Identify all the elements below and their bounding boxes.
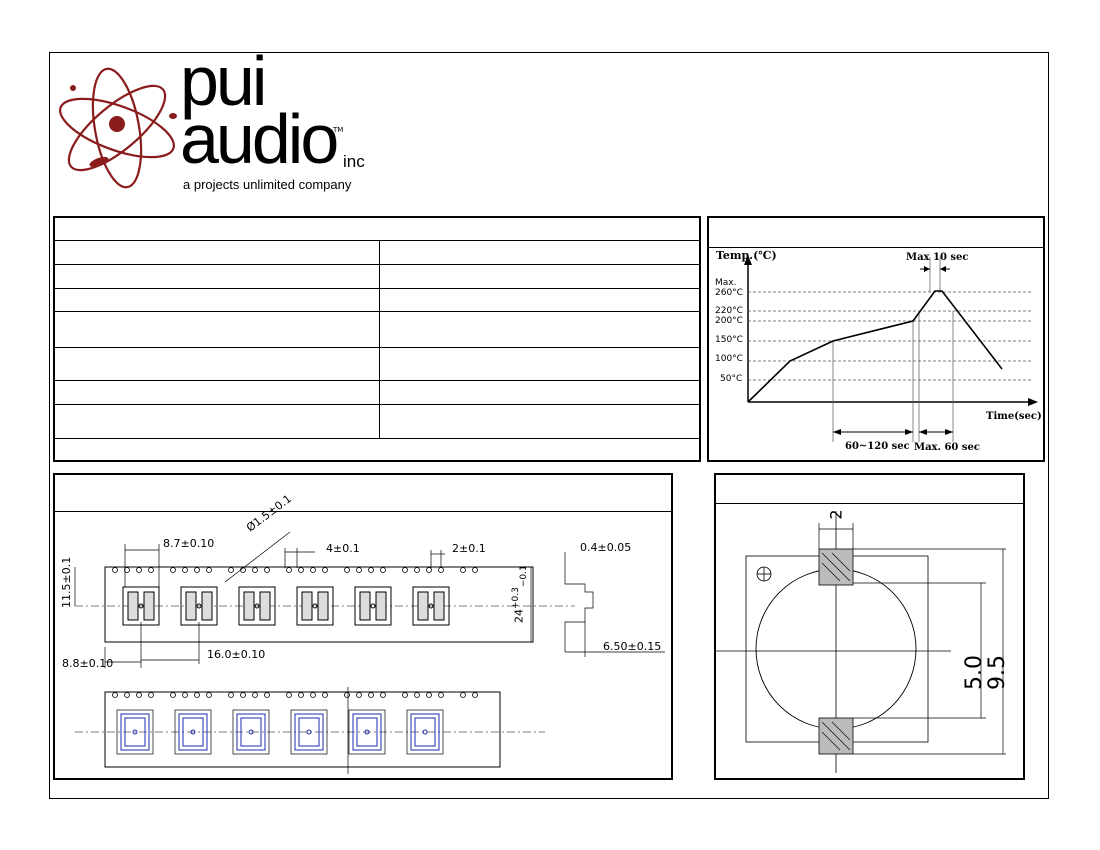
logo-tagline: a projects unlimited company <box>183 177 352 192</box>
reflow-temp-200: 200°C <box>715 316 743 326</box>
tape-dim-thickness: 0.4±0.05 <box>580 541 632 554</box>
reflow-y-label: Temp.(℃) <box>716 249 777 262</box>
tape-dim-pocket-pitch: 8.7±0.10 <box>163 537 215 550</box>
spec-table <box>53 216 701 462</box>
pad-dim-inner: 5.0 <box>962 655 987 690</box>
tape-dim-hole-pitch: 4±0.1 <box>326 542 360 555</box>
reflow-profile-chart <box>710 247 1043 459</box>
reflow-temp-100: 100°C <box>715 354 743 364</box>
reflow-temp-260: 260°C <box>715 288 743 298</box>
pad-dim-width: 2 <box>826 509 846 520</box>
tape-width-tol-minus: −0.1 <box>518 565 529 588</box>
page-frame <box>49 52 1049 799</box>
tape-dim-edge: 8.8±0.10 <box>62 657 114 670</box>
tape-width-value: 24 <box>512 609 526 623</box>
logo-wordmark-top: pui <box>180 42 267 120</box>
tape-dim-pitch: 16.0±0.10 <box>207 648 266 661</box>
logo-trademark: TM <box>333 126 344 134</box>
reflow-temp-220: 220°C <box>715 306 743 316</box>
tape-dim-side-offset: 11.5±0.1 <box>60 556 73 608</box>
tape-dim-depth: 6.50±0.15 <box>603 640 662 653</box>
reflow-x-label: Time(sec) <box>986 411 1042 422</box>
pad-layout-drawing <box>716 503 1023 778</box>
reflow-soak-label: 60~120 sec <box>845 441 910 452</box>
tape-drawing <box>55 512 671 778</box>
pad-panel <box>714 473 1025 780</box>
tape-dim-tape-width: 24+0.3−0.1 <box>511 565 529 623</box>
reflow-temp-max: Max. <box>715 278 737 288</box>
reflow-panel <box>707 216 1045 462</box>
tape-dim-hole-offset: 2±0.1 <box>452 542 486 555</box>
logo-suffix: inc <box>343 152 365 171</box>
reflow-liquidus-label: Max. 60 sec <box>914 442 980 453</box>
reflow-peak-label: Max 10 sec <box>906 252 969 263</box>
reflow-temp-150: 150°C <box>715 335 743 345</box>
atom-icon <box>59 67 177 189</box>
tape-panel <box>53 473 673 780</box>
company-logo <box>55 58 385 198</box>
tape-width-tol-plus: +0.3 <box>511 587 521 609</box>
pad-dim-outer: 9.5 <box>985 655 1010 690</box>
reflow-temp-50: 50°C <box>720 374 743 384</box>
logo-wordmark-bottom: audio <box>180 100 339 178</box>
